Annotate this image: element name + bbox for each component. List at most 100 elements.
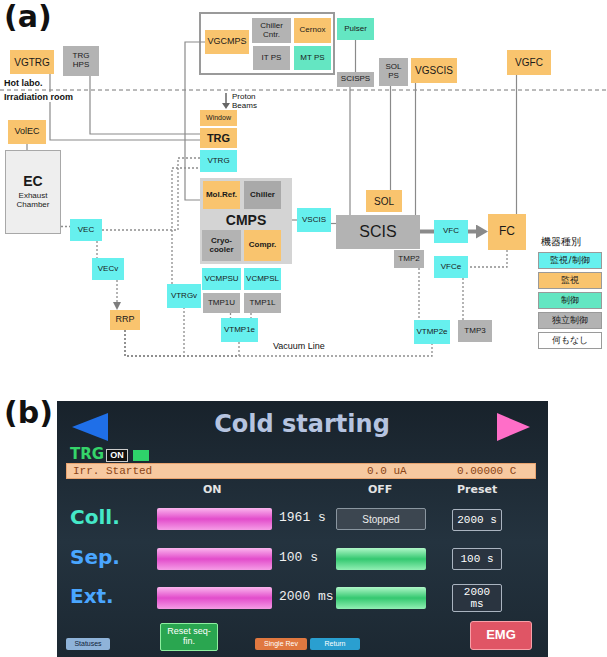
node-title: CMPS: [226, 213, 266, 228]
signal-line: [50, 74, 200, 140]
power-supply-box: SCISPS: [337, 72, 374, 87]
chamber-box: ECExhaust Chamber: [5, 150, 61, 234]
sensor-box: Cernox: [294, 18, 331, 43]
node-title: Cryo-cooler: [203, 237, 240, 255]
node-title: VTRG: [207, 157, 229, 166]
node-title: TMP1U: [208, 299, 235, 308]
node-title: VSCIS: [302, 216, 326, 225]
node-title: VFC: [443, 227, 459, 236]
beam-line: [468, 230, 476, 234]
on-bar: [157, 548, 272, 570]
node-title: FC: [499, 225, 515, 238]
legend-swatch: 独立制御: [538, 312, 602, 329]
node-title: TMP1L: [250, 299, 276, 308]
pump-box: RRP: [110, 310, 140, 330]
row-label: Coll.: [70, 506, 120, 529]
node-title: 2000 s: [457, 514, 497, 526]
vacuum-line: [462, 278, 463, 320]
row-label: Ext.: [70, 585, 114, 608]
signal-line: [415, 83, 416, 215]
on-bar: [157, 508, 272, 530]
legend-swatch: 何もなし: [538, 332, 602, 349]
menu-button: Return: [310, 638, 360, 650]
node-title: Chiller: [250, 191, 275, 200]
node-title: Statuses: [74, 640, 101, 648]
node-title: Window: [206, 114, 231, 122]
node-title: SCISPS: [341, 75, 370, 84]
power-supply-box: TRG HPS: [63, 46, 99, 76]
on-bar: [157, 587, 272, 609]
pulser-box: Pulser: [337, 18, 374, 40]
cmps-box: CMPS Mol.Ref. ChillerCryo-cooler Compr.: [200, 178, 292, 264]
node-title: VTRGv: [171, 292, 197, 301]
channel-label: TRG: [70, 446, 104, 463]
off-bar: [336, 587, 426, 609]
vacuum-line: [468, 250, 507, 267]
signal-line: [349, 87, 350, 215]
legend-title: 機器種別: [541, 236, 581, 248]
node-title: TMP3: [464, 327, 485, 336]
signal-line: [516, 75, 517, 214]
component-box: Compr.: [244, 230, 281, 261]
timer-value: 2000 ms: [279, 590, 334, 605]
node-title: ON: [110, 451, 124, 461]
node-subtitle: 0.00000 C: [457, 465, 516, 477]
node-title: Reset seq-fin.: [162, 627, 216, 647]
valve-box: VTMP1e: [221, 318, 258, 342]
node-title: Compr.: [249, 241, 277, 250]
power-supply-box: MT PS: [294, 46, 331, 70]
scis-box: SCIS: [336, 215, 420, 249]
group-frame: [200, 13, 334, 74]
beam-line: [420, 230, 434, 234]
node-title: TRG: [207, 132, 230, 144]
menu-button: Single Rev: [255, 638, 307, 650]
panel-label: (b): [4, 396, 53, 431]
off-bar: [336, 548, 426, 570]
power-supply-box: SOL PS: [379, 58, 408, 86]
valve-box: VFC: [434, 220, 468, 243]
component-box: Mol.Ref.: [203, 181, 240, 209]
gauge-box: VGTRG: [10, 50, 54, 74]
node-title: Irr. Started: [73, 465, 152, 477]
power-supply-box: IT PS: [253, 46, 290, 70]
node-title: EMG: [486, 628, 516, 642]
node-title: SCIS: [359, 223, 396, 241]
valve-box: VSCIS: [297, 208, 331, 232]
legend-text: 監視/制御: [550, 256, 589, 266]
component-box: Chiller: [244, 181, 281, 209]
window-box: Window: [200, 110, 237, 126]
valve-box: VCMPSU: [202, 268, 241, 290]
emergency-button: EMG: [470, 621, 532, 650]
room-label: Irradiation room: [3, 92, 74, 102]
preset-button: 2000 s: [452, 509, 502, 531]
node-subtitle: Exhaust Chamber: [7, 192, 59, 210]
controller-box: Chiller Cntr.: [252, 18, 291, 43]
valve-box: VECv: [92, 258, 124, 280]
status-bar: Irr. Started 0.0 uA 0.00000 C: [66, 463, 536, 479]
on-indicator: ON: [106, 449, 128, 462]
signal-line: [355, 40, 356, 72]
node-title: VTMP2e: [416, 328, 447, 337]
gauge-box: VGCMPS: [205, 30, 249, 54]
component-box: Cryo-cooler: [202, 230, 241, 261]
vacuum-line: [125, 330, 432, 356]
vacuum-line: [418, 268, 419, 320]
legend-text: 制御: [561, 296, 579, 306]
node-title: TRG HPS: [64, 52, 98, 70]
vacuum-line: [116, 280, 117, 302]
valve-box: VFCe: [434, 256, 468, 278]
legend-swatch: 制御: [538, 292, 602, 309]
node-title: Mol.Ref.: [206, 191, 237, 200]
beam-arrow: [225, 93, 227, 104]
menu-button: Statuses: [66, 638, 110, 650]
node-title: RRP: [115, 315, 134, 325]
target-box: TRG: [200, 128, 237, 148]
node-subtitle: 0.0 uA: [367, 465, 407, 477]
node-title: MT PS: [300, 54, 324, 63]
node-title: VolEC: [14, 127, 39, 137]
node-title: VECv: [98, 265, 118, 274]
node-title: VGSCIS: [415, 65, 453, 76]
state-button: Stopped: [336, 508, 426, 530]
node-title: VGFC: [515, 57, 543, 68]
